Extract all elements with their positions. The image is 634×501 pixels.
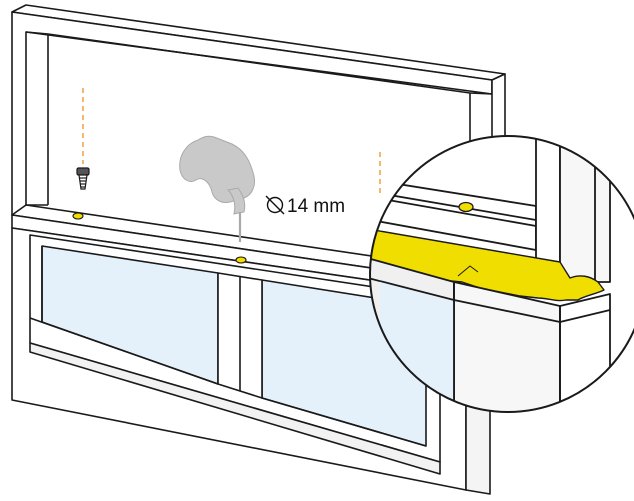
screw-guide-lines — [82, 88, 381, 196]
drill-hole-marker — [458, 201, 474, 213]
drill-diameter-icon — [265, 195, 285, 215]
drill-icon — [179, 135, 255, 242]
window-unit — [11, 227, 491, 495]
drill-diameter-label: 14 mm — [287, 196, 345, 217]
drill-hole-marker — [72, 212, 247, 264]
screw-icon — [76, 167, 90, 190]
